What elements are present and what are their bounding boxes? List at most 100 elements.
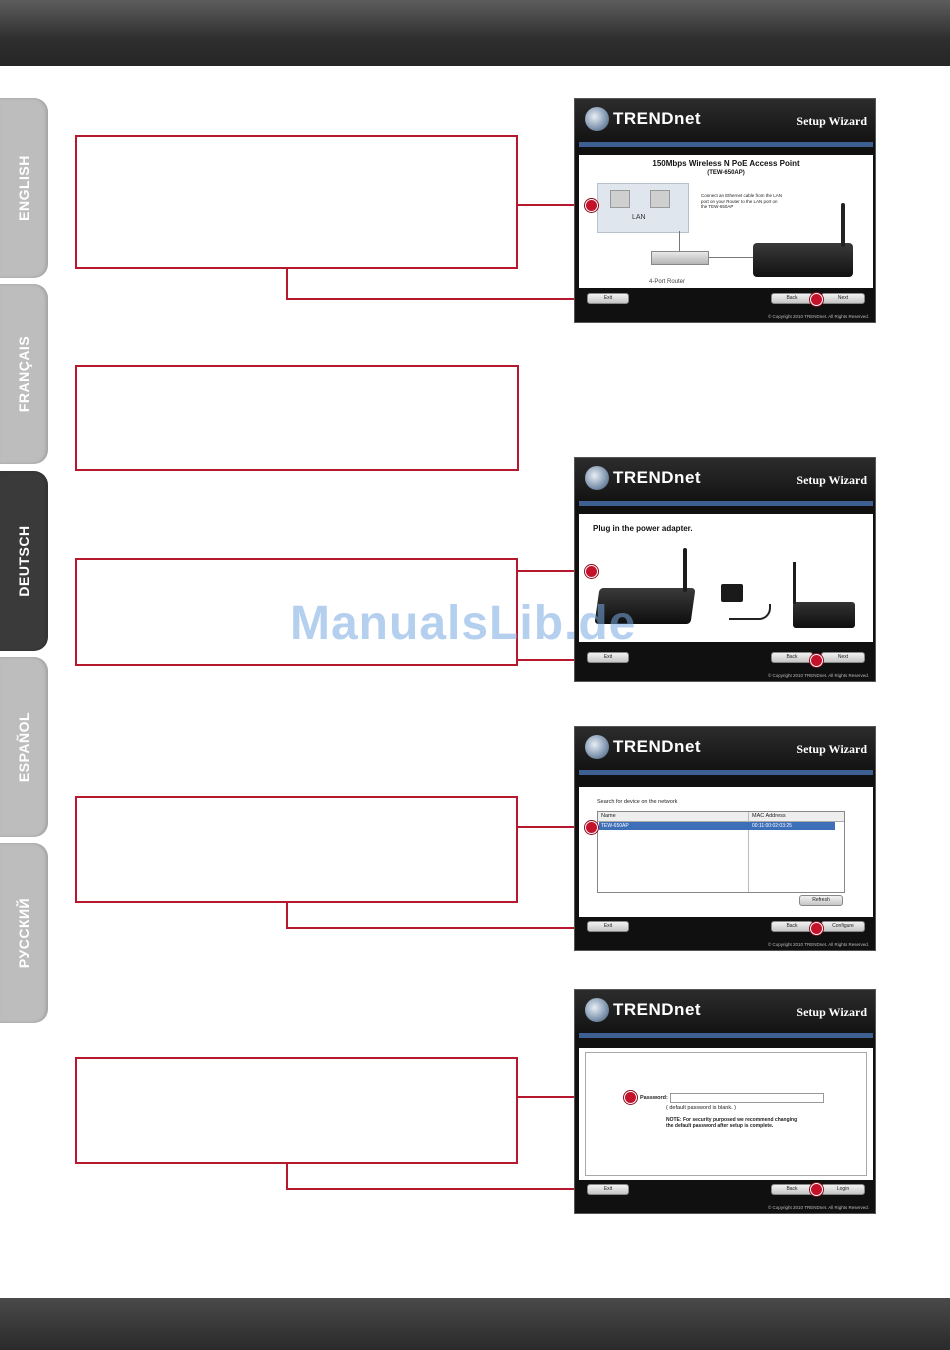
- power-adapter-icon: [721, 584, 743, 602]
- wizard-title: Setup Wizard: [796, 1005, 867, 1019]
- callout-box-3: [75, 558, 518, 666]
- tab-russian-label: РУССКИЙ: [16, 897, 32, 969]
- tab-francais-label: FRANÇAIS: [16, 335, 32, 413]
- header-stripe: [579, 142, 873, 147]
- search-label: Search for device on the network: [597, 799, 678, 805]
- copyright-text: © Copyright 2010 TRENDnet. All Rights Re…: [767, 314, 869, 319]
- exit-button[interactable]: Exit: [587, 293, 629, 304]
- wizard-header: TRENDnet Setup Wizard: [575, 727, 875, 773]
- column-header-mac: MAC Address: [752, 813, 786, 819]
- callout-box-1: [75, 135, 518, 269]
- connector-line: [518, 826, 590, 828]
- pointer-dot: [585, 199, 598, 212]
- wizard-header: TRENDnet Setup Wizard: [575, 99, 875, 145]
- login-button[interactable]: Login: [821, 1184, 865, 1195]
- table-row[interactable]: TEW-650AP 00:11:00:02:03:25: [599, 822, 835, 830]
- exit-button[interactable]: Exit: [587, 652, 629, 663]
- connector-line: [286, 1164, 288, 1190]
- wizard-title: Setup Wizard: [796, 473, 867, 487]
- connector-line: [286, 269, 288, 300]
- back-button[interactable]: Back: [771, 1184, 813, 1195]
- wizard-screenshot-3: TRENDnet Setup Wizard Search for device …: [574, 726, 876, 951]
- password-hint: ( default password is blank. ): [666, 1105, 737, 1111]
- copyright-text: © Copyright 2010 TRENDnet. All Rights Re…: [767, 1205, 869, 1210]
- login-frame: Password: ( default password is blank. )…: [585, 1052, 867, 1176]
- back-button[interactable]: Back: [771, 293, 813, 304]
- power-cable-icon: [729, 604, 771, 620]
- back-button[interactable]: Back: [771, 921, 813, 932]
- antenna-icon: [841, 203, 845, 247]
- connector-line: [286, 927, 816, 929]
- callout-box-2: [75, 365, 519, 471]
- tab-espanol[interactable]: ESPAÑOL: [0, 657, 48, 837]
- product-model: (TEW-650AP): [707, 170, 745, 176]
- device-table: Name MAC Address TEW-650AP 00:11:00:02:0…: [597, 811, 845, 893]
- bottom-banner: [0, 1298, 950, 1350]
- pointer-dot: [585, 565, 598, 578]
- router-icon: [651, 251, 709, 265]
- connector-line: [286, 903, 288, 929]
- wizard-title: Setup Wizard: [796, 114, 867, 128]
- antenna-icon: [683, 548, 687, 592]
- connector-line: [286, 1188, 816, 1190]
- antenna-icon: [793, 562, 796, 604]
- exit-button[interactable]: Exit: [587, 1184, 629, 1195]
- connector-line: [518, 204, 590, 206]
- power-adapter-heading: Plug in the power adapter.: [593, 524, 693, 533]
- computer-icon: [650, 190, 670, 208]
- column-divider: [748, 812, 749, 892]
- configure-button[interactable]: Configure: [821, 921, 865, 932]
- wizard-header: TRENDnet Setup Wizard: [575, 990, 875, 1036]
- header-stripe: [579, 1033, 873, 1038]
- product-title: 150Mbps Wireless N PoE Access Point: [652, 159, 800, 168]
- tab-english[interactable]: ENGLISH: [0, 98, 48, 278]
- wizard-panel: Search for device on the network Name MA…: [579, 787, 873, 917]
- tab-russian[interactable]: РУССКИЙ: [0, 843, 48, 1023]
- lan-computers-illustration: LAN: [597, 183, 689, 233]
- trendnet-logo-icon: [585, 735, 609, 759]
- access-point-side-icon: [793, 602, 855, 628]
- copyright-text: © Copyright 2010 TRENDnet. All Rights Re…: [767, 673, 869, 678]
- brand-name: TRENDnet: [613, 737, 702, 756]
- refresh-button[interactable]: Refresh: [799, 895, 843, 906]
- password-input[interactable]: [670, 1093, 824, 1103]
- wizard-panel: Password: ( default password is blank. )…: [579, 1048, 873, 1180]
- next-button[interactable]: Next: [821, 652, 865, 663]
- callout-box-5: [75, 1057, 518, 1164]
- tab-francais[interactable]: FRANÇAIS: [0, 284, 48, 464]
- wizard-title: Setup Wizard: [796, 742, 867, 756]
- column-header-name: Name: [601, 813, 616, 819]
- next-button[interactable]: Next: [821, 293, 865, 304]
- cable-line: [709, 257, 753, 258]
- pointer-dot: [810, 1183, 823, 1196]
- lan-label: LAN: [632, 214, 646, 221]
- pointer-dot: [585, 821, 598, 834]
- wizard-panel: Plug in the power adapter.: [579, 514, 873, 642]
- trendnet-logo-icon: [585, 107, 609, 131]
- device-mac: 00:11:00:02:03:25: [752, 823, 792, 829]
- pointer-dot: [810, 293, 823, 306]
- password-label: Password:: [640, 1095, 668, 1101]
- device-name: TEW-650AP: [601, 823, 629, 829]
- header-stripe: [579, 501, 873, 506]
- tab-deutsch-label: DEUTSCH: [16, 525, 32, 597]
- wizard-screenshot-4: TRENDnet Setup Wizard Password: ( defaul…: [574, 989, 876, 1214]
- wizard-panel: 150Mbps Wireless N PoE Access Point (TEW…: [579, 155, 873, 288]
- callout-box-4: [75, 796, 518, 903]
- brand-name: TRENDnet: [613, 468, 702, 487]
- tab-deutsch[interactable]: DEUTSCH: [0, 471, 48, 651]
- top-banner: [0, 0, 950, 66]
- pointer-dot: [810, 654, 823, 667]
- tab-english-label: ENGLISH: [16, 155, 32, 221]
- router-label: 4-Port Router: [649, 279, 686, 285]
- computer-icon: [610, 190, 630, 208]
- security-note: NOTE: For security purposed we recommend…: [666, 1117, 798, 1129]
- exit-button[interactable]: Exit: [587, 921, 629, 932]
- connector-line: [286, 298, 816, 300]
- brand-name: TRENDnet: [613, 1000, 702, 1019]
- tab-espanol-label: ESPAÑOL: [16, 711, 32, 783]
- wizard-screenshot-2: TRENDnet Setup Wizard Plug in the power …: [574, 457, 876, 682]
- back-button[interactable]: Back: [771, 652, 813, 663]
- watermark-text: ManualsLib.de: [290, 597, 637, 650]
- table-header: Name MAC Address: [598, 812, 844, 892]
